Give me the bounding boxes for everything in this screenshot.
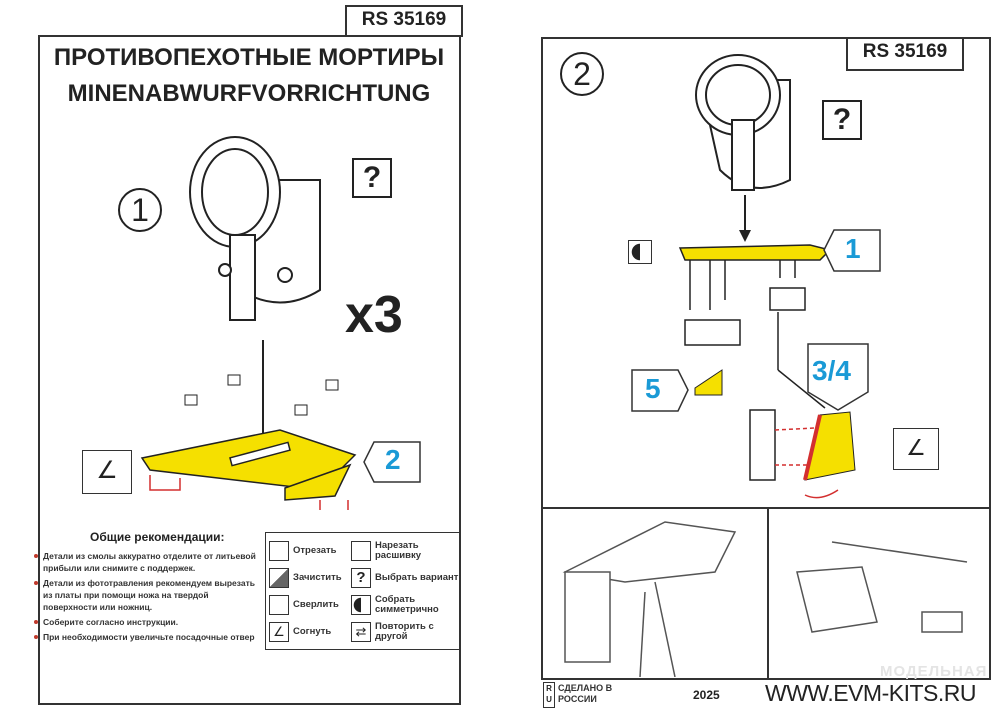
watermark: МОДЕЛЬНАЯ: [880, 663, 988, 680]
bend-icon: ∠: [269, 621, 289, 642]
bend-icon: ∠: [893, 428, 939, 470]
legend: Отрезать Зачистить Сверлить ∠Согнуть Нар…: [269, 537, 459, 645]
reference-photo-left: [562, 521, 737, 677]
part-tag-3-4: 3/4: [812, 355, 851, 386]
question-icon: ?: [351, 567, 371, 588]
title-ru: ПРОТИВОПЕХОТНЫЕ МОРТИРЫ: [53, 44, 445, 71]
kit-code: RS 35169: [345, 5, 463, 37]
legend-item-repeat: ⇄Повторить с другой: [351, 618, 459, 645]
made-in-russia: СДЕЛАНО В РОССИИ: [558, 683, 613, 704]
tag-34-shape: [807, 343, 869, 411]
sand-icon: [269, 567, 289, 588]
title-de: MINENABWURFVORRICHTUNG: [67, 80, 431, 107]
bend-icon: ∠: [82, 450, 132, 494]
question-icon: ?: [352, 158, 392, 198]
bolts: [184, 374, 339, 416]
legend-item-thread: Нарезать расшивку: [351, 537, 459, 564]
thread-icon: [351, 540, 371, 561]
yellow-base-plate: [140, 429, 357, 501]
mortar-tube: [189, 136, 321, 321]
year: 2025: [693, 688, 720, 702]
multiplier: x3: [345, 286, 403, 344]
legend-item-sand: Зачистить: [269, 564, 351, 591]
part-tag-1: 1: [845, 233, 861, 264]
yellow-plate: [678, 244, 832, 261]
legend-item-drill: Сверлить: [269, 591, 351, 618]
step-number: 2: [560, 52, 604, 96]
yellow-wedge: [694, 369, 723, 396]
cut-icon: [269, 540, 289, 561]
left-page-frame: [38, 35, 461, 705]
recommendation-item: При необходимости увеличьте посадочные о…: [34, 631, 258, 643]
symmetric-icon: [628, 240, 652, 264]
part-tag-shape: [363, 441, 421, 483]
recommendation-item: Детали из смолы аккуратно отделите от ли…: [34, 550, 258, 574]
drill-icon: [269, 594, 289, 615]
right-page-frame: [541, 37, 991, 680]
legend-item-symmetric: Собрать симметрично: [351, 591, 459, 618]
recommendations-heading: Общие рекомендации:: [90, 530, 225, 544]
tag-5-shape: [631, 369, 689, 412]
step1-diagram: [140, 136, 357, 510]
question-icon: ?: [822, 100, 862, 140]
legend-box: [265, 532, 460, 650]
reference-photo-right: [796, 541, 968, 633]
divider: [767, 508, 769, 680]
legend-item-cut: Отрезать: [269, 537, 351, 564]
legend-item-bend: ∠Согнуть: [269, 618, 351, 645]
symmetric-icon: [351, 594, 371, 615]
kit-code: RS 35169: [846, 37, 964, 71]
mortar-tube: [695, 54, 791, 191]
recommendation-item: Соберите согласно инструкции.: [34, 616, 258, 628]
step-number: 1: [118, 188, 162, 232]
repeat-icon: ⇄: [351, 621, 371, 642]
recommendation-item: Детали из фототравления рекомендуем выре…: [34, 577, 258, 613]
step2-diagram: [678, 54, 856, 499]
tag-1-shape: [823, 229, 881, 272]
legend-item-question: ?Выбрать вариант: [351, 564, 459, 591]
divider: [541, 507, 991, 509]
website: WWW.EVM-KITS.RU: [765, 680, 976, 706]
part-tag: 2: [385, 444, 401, 475]
recommendations-list: Детали из смолы аккуратно отделите от ли…: [34, 550, 258, 646]
part-tag-5: 5: [645, 373, 661, 404]
